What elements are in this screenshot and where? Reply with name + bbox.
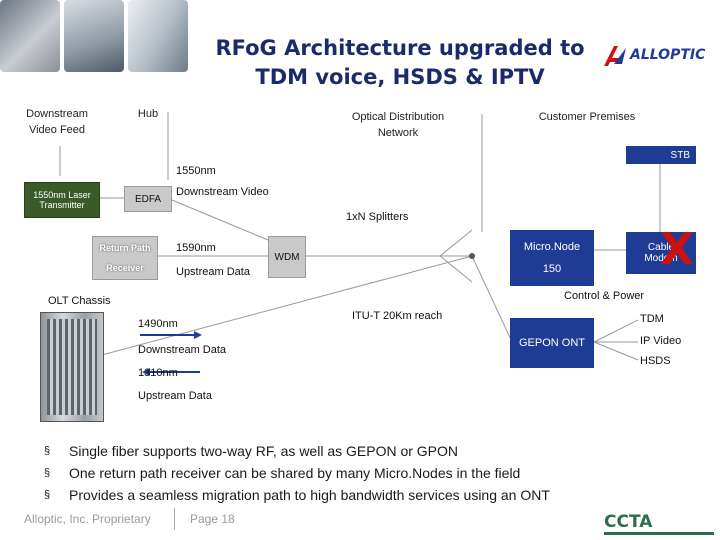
stb-label: STB <box>670 149 690 161</box>
stb-box: STB <box>626 146 696 164</box>
label-1590nm: 1590nm <box>176 242 216 254</box>
fiber-split-2 <box>439 255 473 283</box>
label-olt-chassis: OLT Chassis <box>48 295 111 307</box>
cable-modem-line: Modem <box>644 253 678 264</box>
footer-page: Page 18 <box>190 512 235 526</box>
cable-modem-line: Cable <box>647 242 675 253</box>
x-mark: X <box>660 224 694 275</box>
arrow-1490-head <box>194 331 202 339</box>
title-line-2: TDM voice, HSDS & IPTV <box>255 65 545 89</box>
edfa-label: EDFA <box>134 193 162 205</box>
title-line-1: RFoG Architecture upgraded to <box>215 36 585 60</box>
gepon-ont-box: GEPON ONT <box>510 318 594 368</box>
label-1490nm: 1490nm <box>138 318 178 330</box>
olt-chassis <box>40 312 104 422</box>
col-header-line: Network <box>377 127 419 139</box>
slide-title: RFoG Architecture upgraded to TDM voice,… <box>190 34 610 92</box>
col-header-line: Downstream <box>26 108 88 120</box>
olt-arrows <box>140 331 202 376</box>
alloptic-logo: ALLOPTIC <box>600 42 710 70</box>
label-downstream-data: Downstream Data <box>138 344 227 356</box>
header-photo-3 <box>128 0 188 72</box>
micronode-label: Micro.Node <box>523 241 581 253</box>
col-customer-premises: Customer Premises <box>538 111 636 123</box>
return-path-label: Return Path <box>99 243 151 253</box>
wdm-label: WDM <box>274 251 300 263</box>
label-hsds: HSDS <box>640 355 671 367</box>
footer-company: Alloptic, Inc. Proprietary <box>24 512 151 526</box>
label-control-power: Control & Power <box>564 290 645 302</box>
fiber-to-ont <box>471 255 513 343</box>
label-ip-video: IP Video <box>640 335 682 347</box>
header-photo-1 <box>0 0 60 72</box>
bullet-item: § One return path receiver can be shared … <box>44 462 550 484</box>
label-itu-reach: ITU-T 20Km reach <box>352 310 443 322</box>
label-downstream-video: Downstream Video <box>176 186 269 198</box>
laser-line: 1550nm Laser <box>33 190 91 200</box>
ccta-logo: CCTA <box>604 512 653 532</box>
label-1550nm: 1550nm <box>176 165 216 177</box>
edfa-box: EDFA <box>124 186 172 212</box>
fiber-from-olt <box>97 255 473 357</box>
col-hub: Hub <box>137 108 159 120</box>
col-header-line: Optical Distribution <box>351 111 445 123</box>
arrow-1310-head <box>142 368 150 376</box>
fiber-split-1 <box>439 229 473 257</box>
ont-hsds <box>593 341 639 361</box>
wdm-box: WDM <box>268 236 306 278</box>
col-header-line: Video Feed <box>28 124 86 136</box>
fiber-downstream <box>171 199 269 241</box>
header-photo-2 <box>64 0 124 72</box>
bullet-glyph: § <box>44 445 51 457</box>
cable-modem-box: Cable Modem <box>626 232 696 274</box>
laser-transmitter: 1550nm Laser Transmitter <box>24 182 100 218</box>
laser-line: Transmitter <box>39 200 85 210</box>
label-1310nm: 1310nm <box>138 367 178 379</box>
bullet-list: § Single fiber supports two-way RF, as we… <box>44 440 550 506</box>
ont-tdm <box>593 319 639 343</box>
bullet-item: § Single fiber supports two-way RF, as we… <box>44 440 550 462</box>
col-optical-distribution: Optical Distribution Network <box>338 109 458 141</box>
logo-text: ALLOPTIC <box>630 47 706 63</box>
bullet-glyph: § <box>44 489 51 501</box>
bullet-glyph: § <box>44 467 51 479</box>
bullet-text: Provides a seamless migration path to hi… <box>69 487 550 503</box>
micronode-box: Micro.Node 150 <box>510 230 594 286</box>
bullet-text: Single fiber supports two-way RF, as wel… <box>69 443 459 459</box>
micronode-number: 150 <box>542 263 562 275</box>
footer-divider <box>174 508 175 530</box>
label-upstream-data-2: Upstream Data <box>138 390 212 402</box>
ccta-underline <box>604 532 714 535</box>
gepon-ont-label: GEPON ONT <box>518 337 585 349</box>
bullet-text: One return path receiver can be shared b… <box>69 465 521 481</box>
alloptic-logo-icon <box>604 46 626 66</box>
splitter-node <box>469 253 475 259</box>
return-path-receiver: Return Path Receiver <box>92 236 158 280</box>
label-tdm: TDM <box>640 313 664 325</box>
bullet-item: § Provides a seamless migration path to h… <box>44 484 550 506</box>
col-downstream-video-feed: Downstream Video Feed <box>12 106 102 138</box>
label-splitters: 1xN Splitters <box>346 211 409 223</box>
receiver-label: Receiver <box>106 263 144 273</box>
label-upstream-data: Upstream Data <box>176 266 250 278</box>
